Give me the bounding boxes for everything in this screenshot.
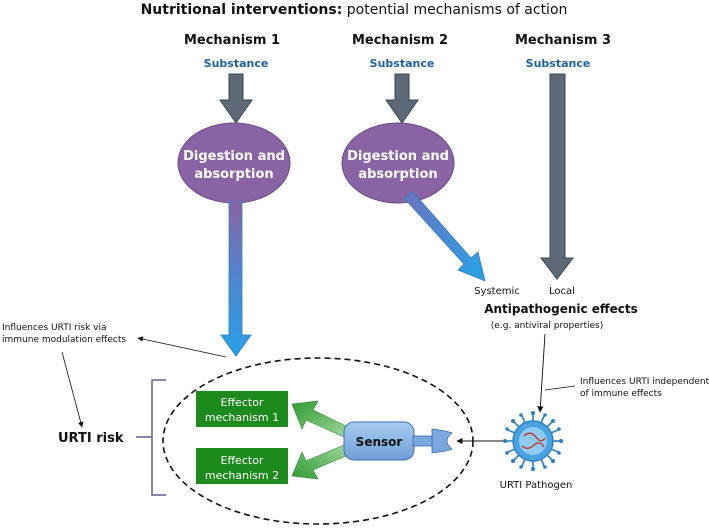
immune-pathway-arrow — [220, 201, 252, 357]
mechanism-2-label: Mechanism 2 — [352, 33, 448, 48]
urti-risk-label: URTI risk — [58, 431, 124, 446]
sensor-to-effector-1-arrow — [291, 400, 349, 438]
antipathogenic-example: (e.g. antiviral properties) — [491, 321, 603, 331]
independent-note-line1: Influences URTI independent — [580, 377, 709, 387]
virus-icon — [503, 411, 563, 471]
sensor-to-effector-2-arrow — [291, 444, 349, 480]
effector-1-line2: mechanism 1 — [205, 411, 279, 424]
effector-2-line1: Effector — [221, 454, 264, 467]
digestion-2-line1: Digestion and — [347, 149, 449, 164]
substance-2-arrow — [385, 73, 419, 124]
effector-mechanism-1: Effector mechanism 1 — [196, 391, 288, 427]
substance-1-arrow — [219, 73, 253, 124]
systemic-pathway-arrow — [403, 191, 486, 282]
digestion-2-line2: absorption — [358, 167, 437, 182]
mechanism-1-label: Mechanism 1 — [184, 33, 280, 48]
digestion-1-line1: Digestion and — [183, 149, 285, 164]
antipathogenic-title: Antipathogenic effects — [484, 302, 638, 316]
independent-note-pointer — [544, 385, 576, 391]
effector-1-line1: Effector — [221, 396, 264, 409]
mechanism-3-label: Mechanism 3 — [515, 33, 611, 48]
substance-2-label: Substance — [370, 57, 435, 70]
sensor-label: Sensor — [356, 435, 403, 449]
pathogen-label: URTI Pathogen — [500, 480, 573, 491]
substance-3-local-arrow — [539, 73, 575, 280]
effector-mechanism-2: Effector mechanism 2 — [196, 448, 288, 484]
title-rest: potential mechanisms of action — [342, 2, 567, 18]
immune-note-line1: Influences URTI risk via — [2, 323, 107, 333]
independent-note-line2: of immune effects — [580, 389, 662, 399]
immune-note-to-risk — [61, 351, 84, 428]
local-label: Local — [549, 286, 575, 297]
antipathogenic-to-pathogen-arrow — [537, 333, 546, 413]
systemic-label: Systemic — [474, 286, 520, 297]
digestion-ellipse-2: Digestion and absorption — [341, 122, 455, 204]
diagram-title: Nutritional interventions: potential mec… — [141, 2, 568, 18]
immune-note-pointer — [137, 336, 227, 358]
substance-3-label: Substance — [526, 57, 591, 70]
digestion-ellipse-1: Digestion and absorption — [177, 122, 291, 204]
substance-1-label: Substance — [204, 57, 269, 70]
title-bold: Nutritional interventions: — [141, 2, 343, 18]
digestion-1-line2: absorption — [194, 167, 273, 182]
effector-2-line2: mechanism 2 — [205, 469, 279, 482]
receptor-icon — [412, 428, 453, 454]
sensor: Sensor — [343, 421, 415, 461]
immune-note-line2: immune modulation effects — [2, 335, 126, 345]
